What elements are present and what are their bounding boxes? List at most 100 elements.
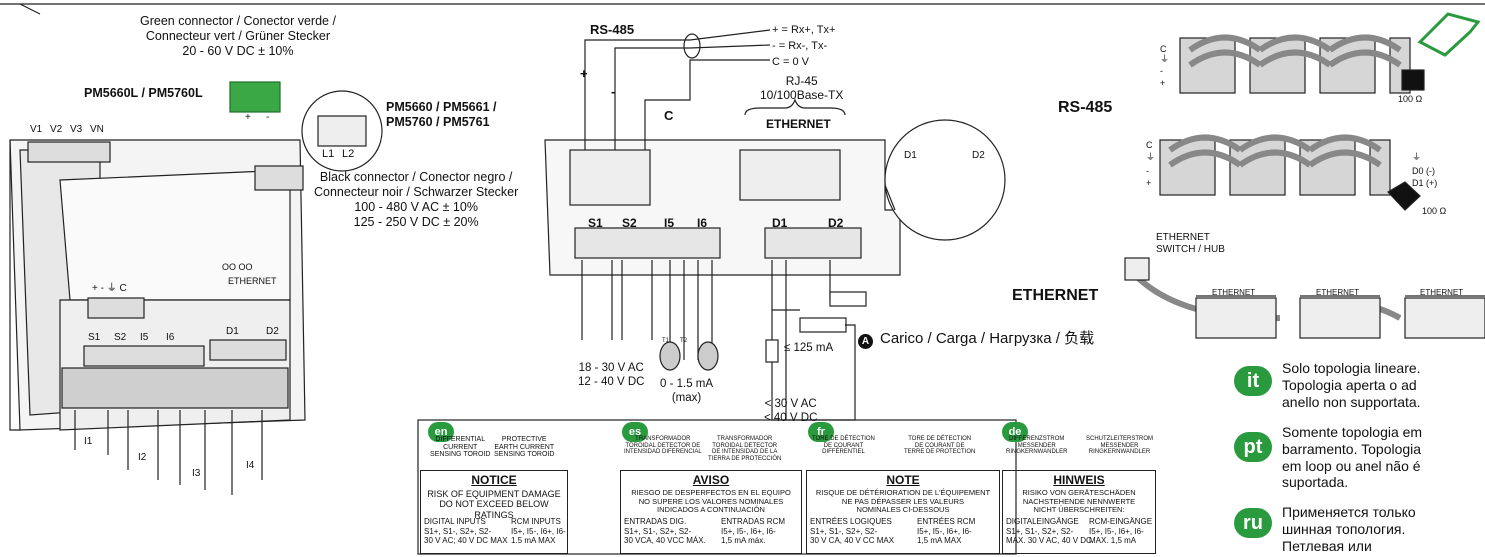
load-marker-a: A: [858, 334, 873, 349]
terminal-l1: L1: [322, 148, 335, 160]
right-ethernet-heading: ETHERNET: [1012, 287, 1099, 304]
chain2-minus: -: [1146, 166, 1149, 176]
notice-en-title: NOTICE: [471, 473, 517, 487]
rs485-plus: +: [580, 66, 588, 81]
notice-de-inputs-b: RCM-EINGÄNGE I5+, I5-, I6+, I6- MAX. 1,5…: [1089, 517, 1153, 546]
terminal-d1: D1: [226, 326, 239, 337]
rj45-label: RJ-45 10/100Base-TX: [760, 74, 844, 103]
meter-ethernet-label: ETHERNET: [228, 276, 277, 286]
notice-es-inputs-a: ENTRADAS DIG. S1+, S1-, S2+, S2- 30 VCA,…: [624, 517, 706, 546]
rs485-label: RS-485: [590, 22, 635, 37]
current-i1: I1: [84, 436, 93, 447]
notice-de-inputs-a: DIGITALEINGÄNGE S1+, S1-, S2+, S2- MAX. …: [1006, 517, 1092, 546]
rs485-c: C: [664, 108, 674, 123]
chain2-shield-label: ⏚: [1412, 152, 1422, 162]
rx-plus-label: + = Rx+, Tx+: [772, 24, 836, 36]
es-col-b: TRANSFORMADOR TOROIDAL DETECTOR DE INTEN…: [708, 436, 782, 462]
notice-es-warning: RIESGO DE DESPERFECTOS EN EL EQUIPO NO S…: [631, 488, 791, 515]
notice-de-warning: RISIKO VON GERÄTESCHÄDEN NACHSTEHENDE NE…: [1022, 488, 1136, 515]
fr-col-b: TORE DE DÉTECTION DE COURANT DE TERRE DE…: [904, 436, 976, 456]
green-plus: +: [245, 112, 251, 123]
notice-es-inputs-b: ENTRADAS RCM I5+, I5-, I6+, I6- 1,5 mA m…: [721, 517, 786, 546]
lang-badge-it: it: [1234, 366, 1272, 396]
right-rs485-heading: RS-485: [1058, 99, 1113, 116]
green-connector-label: Green connector / Conector verde / Conne…: [140, 14, 336, 58]
toroid-t1: T1: [662, 338, 670, 344]
input-voltage-range: 18 - 30 V AC 12 - 40 V DC: [578, 362, 645, 388]
terminal-v3: V3: [70, 124, 83, 135]
fr-col-a: TORE DE DÉTECTION DE COURANT DIFFÉRENTIE…: [812, 436, 875, 456]
rx-minus-label: - = Rx-, Tx-: [772, 40, 828, 52]
black-connector-label: Black connector / Conector negro / Conne…: [314, 170, 519, 229]
load-label: Carico / Carga / Нагрузка / 负载: [880, 330, 1095, 347]
notice-de: HINWEIS RISIKO VON GERÄTESCHÄDEN NACHSTE…: [1002, 470, 1156, 554]
io-d2: D2: [828, 216, 844, 230]
terminal-s2: S2: [114, 332, 127, 343]
notice-fr-inputs-b: ENTRÉES RCM I5+, I5-, I6+, I6- 1,5 mA MA…: [917, 517, 976, 546]
ethernet-ports-indicator: OO OO: [222, 262, 253, 272]
output-voltage-range: < 30 V AC < 40 V DC: [764, 398, 818, 424]
io-d1: D1: [772, 216, 788, 230]
note-it: Solo topologia lineare. Topologia aperta…: [1282, 360, 1421, 410]
toroid-t2: T2: [680, 338, 688, 344]
note-ru: Применяется только шинная топология. Пет…: [1282, 504, 1416, 554]
chain1-terminator: 100 Ω: [1398, 94, 1423, 104]
zoom-d1: D1: [904, 150, 917, 161]
terminal-l2: L2: [342, 148, 355, 160]
notice-es-title: AVISO: [692, 473, 730, 487]
terminal-i5: I5: [140, 332, 149, 343]
chain1-shield: ⏚: [1160, 54, 1170, 64]
chain2-shield: ⏚: [1146, 152, 1156, 162]
io-i6: I6: [697, 216, 708, 230]
de-col-b: SCHUTZLEITERSTROM MESSENDER RINGKERNWAND…: [1086, 436, 1154, 456]
notice-en-warning: RISK OF EQUIPMENT DAMAGE DO NOT EXCEED B…: [427, 489, 561, 520]
current-i2: I2: [138, 452, 147, 463]
terminal-vn: VN: [90, 124, 104, 135]
current-i4: I4: [246, 460, 255, 471]
chain2-d0: D0 (-): [1412, 166, 1435, 176]
switch-hub-label: ETHERNET SWITCH / HUB: [1156, 232, 1225, 255]
terminal-d2: D2: [266, 326, 279, 337]
terminal-i6: I6: [166, 332, 175, 343]
lang-badge-pt: pt: [1234, 432, 1272, 462]
es-col-a: TRANSFORMADOR TOROIDAL DETECTOR DE INTEN…: [624, 436, 702, 456]
terminal-v1: V1: [30, 124, 43, 135]
middle-ethernet-label: ETHERNET: [766, 117, 831, 131]
terminal-s1: S1: [88, 332, 101, 343]
model-standard-label: PM5660 / PM5661 / PM5760 / PM5761: [386, 100, 497, 129]
lang-badge-fr: fr: [808, 422, 834, 442]
device3-ethernet: ETHERNET: [1420, 288, 1464, 297]
lang-badge-ru: ru: [1234, 508, 1272, 538]
notice-de-title: HINWEIS: [1053, 473, 1105, 487]
c-zero-label: C = 0 V: [772, 56, 809, 68]
io-i5: I5: [664, 216, 675, 230]
notice-fr-inputs-a: ENTRÉES LOGIQUES S1+, S1-, S2+, S2- 30 V…: [810, 517, 895, 546]
output-current-limit: ≤ 125 mA: [784, 342, 834, 354]
notice-en: NOTICE RISK OF EQUIPMENT DAMAGE DO NOT E…: [420, 470, 568, 554]
chain2-d1: D1 (+): [1412, 178, 1438, 188]
io-s2: S2: [622, 216, 637, 230]
notice-fr: NOTE RISQUE DE DÉTÉRIORATION DE L'ÉQUIPE…: [806, 470, 1000, 554]
green-minus: -: [266, 112, 270, 123]
notice-en-inputs-b: RCM INPUTS I5+, I5-, I6+, I6- 1.5 mA MAX: [511, 517, 566, 546]
device1-ethernet: ETHERNET: [1212, 288, 1256, 297]
current-i3: I3: [192, 468, 201, 479]
chain2-c: C: [1146, 140, 1153, 150]
notice-fr-title: NOTE: [886, 473, 920, 487]
de-col-a: DIFFERENZSTROM MESSENDER RINGKERNWANDLER: [1006, 436, 1068, 456]
terminal-v2: V2: [50, 124, 63, 135]
chain1-minus: -: [1160, 66, 1163, 76]
notice-es: AVISO RIESGO DE DESPERFECTOS EN EL EQUIP…: [620, 470, 802, 554]
lang-badge-en: en: [428, 422, 454, 442]
lang-badge-de: de: [1002, 422, 1028, 442]
model-l-label: PM5660L / PM5760L: [84, 86, 203, 100]
rs485-minus: -: [611, 84, 616, 99]
zoom-d2: D2: [972, 150, 985, 161]
chain1-c: C: [1160, 44, 1167, 54]
notice-fr-warning: RISQUE DE DÉTÉRIORATION DE L'ÉQUIPEMENT …: [815, 488, 991, 515]
chain2-plus: +: [1146, 178, 1152, 188]
en-col-b: PROTECTIVE EARTH CURRENT SENSING TOROID: [494, 436, 555, 459]
device2-ethernet: ETHERNET: [1316, 288, 1360, 297]
toroid-current-range: 0 - 1.5 mA (max): [660, 378, 714, 404]
notice-en-inputs-a: DIGITAL INPUTS S1+, S1-, S2+, S2- 30 V A…: [424, 517, 508, 546]
